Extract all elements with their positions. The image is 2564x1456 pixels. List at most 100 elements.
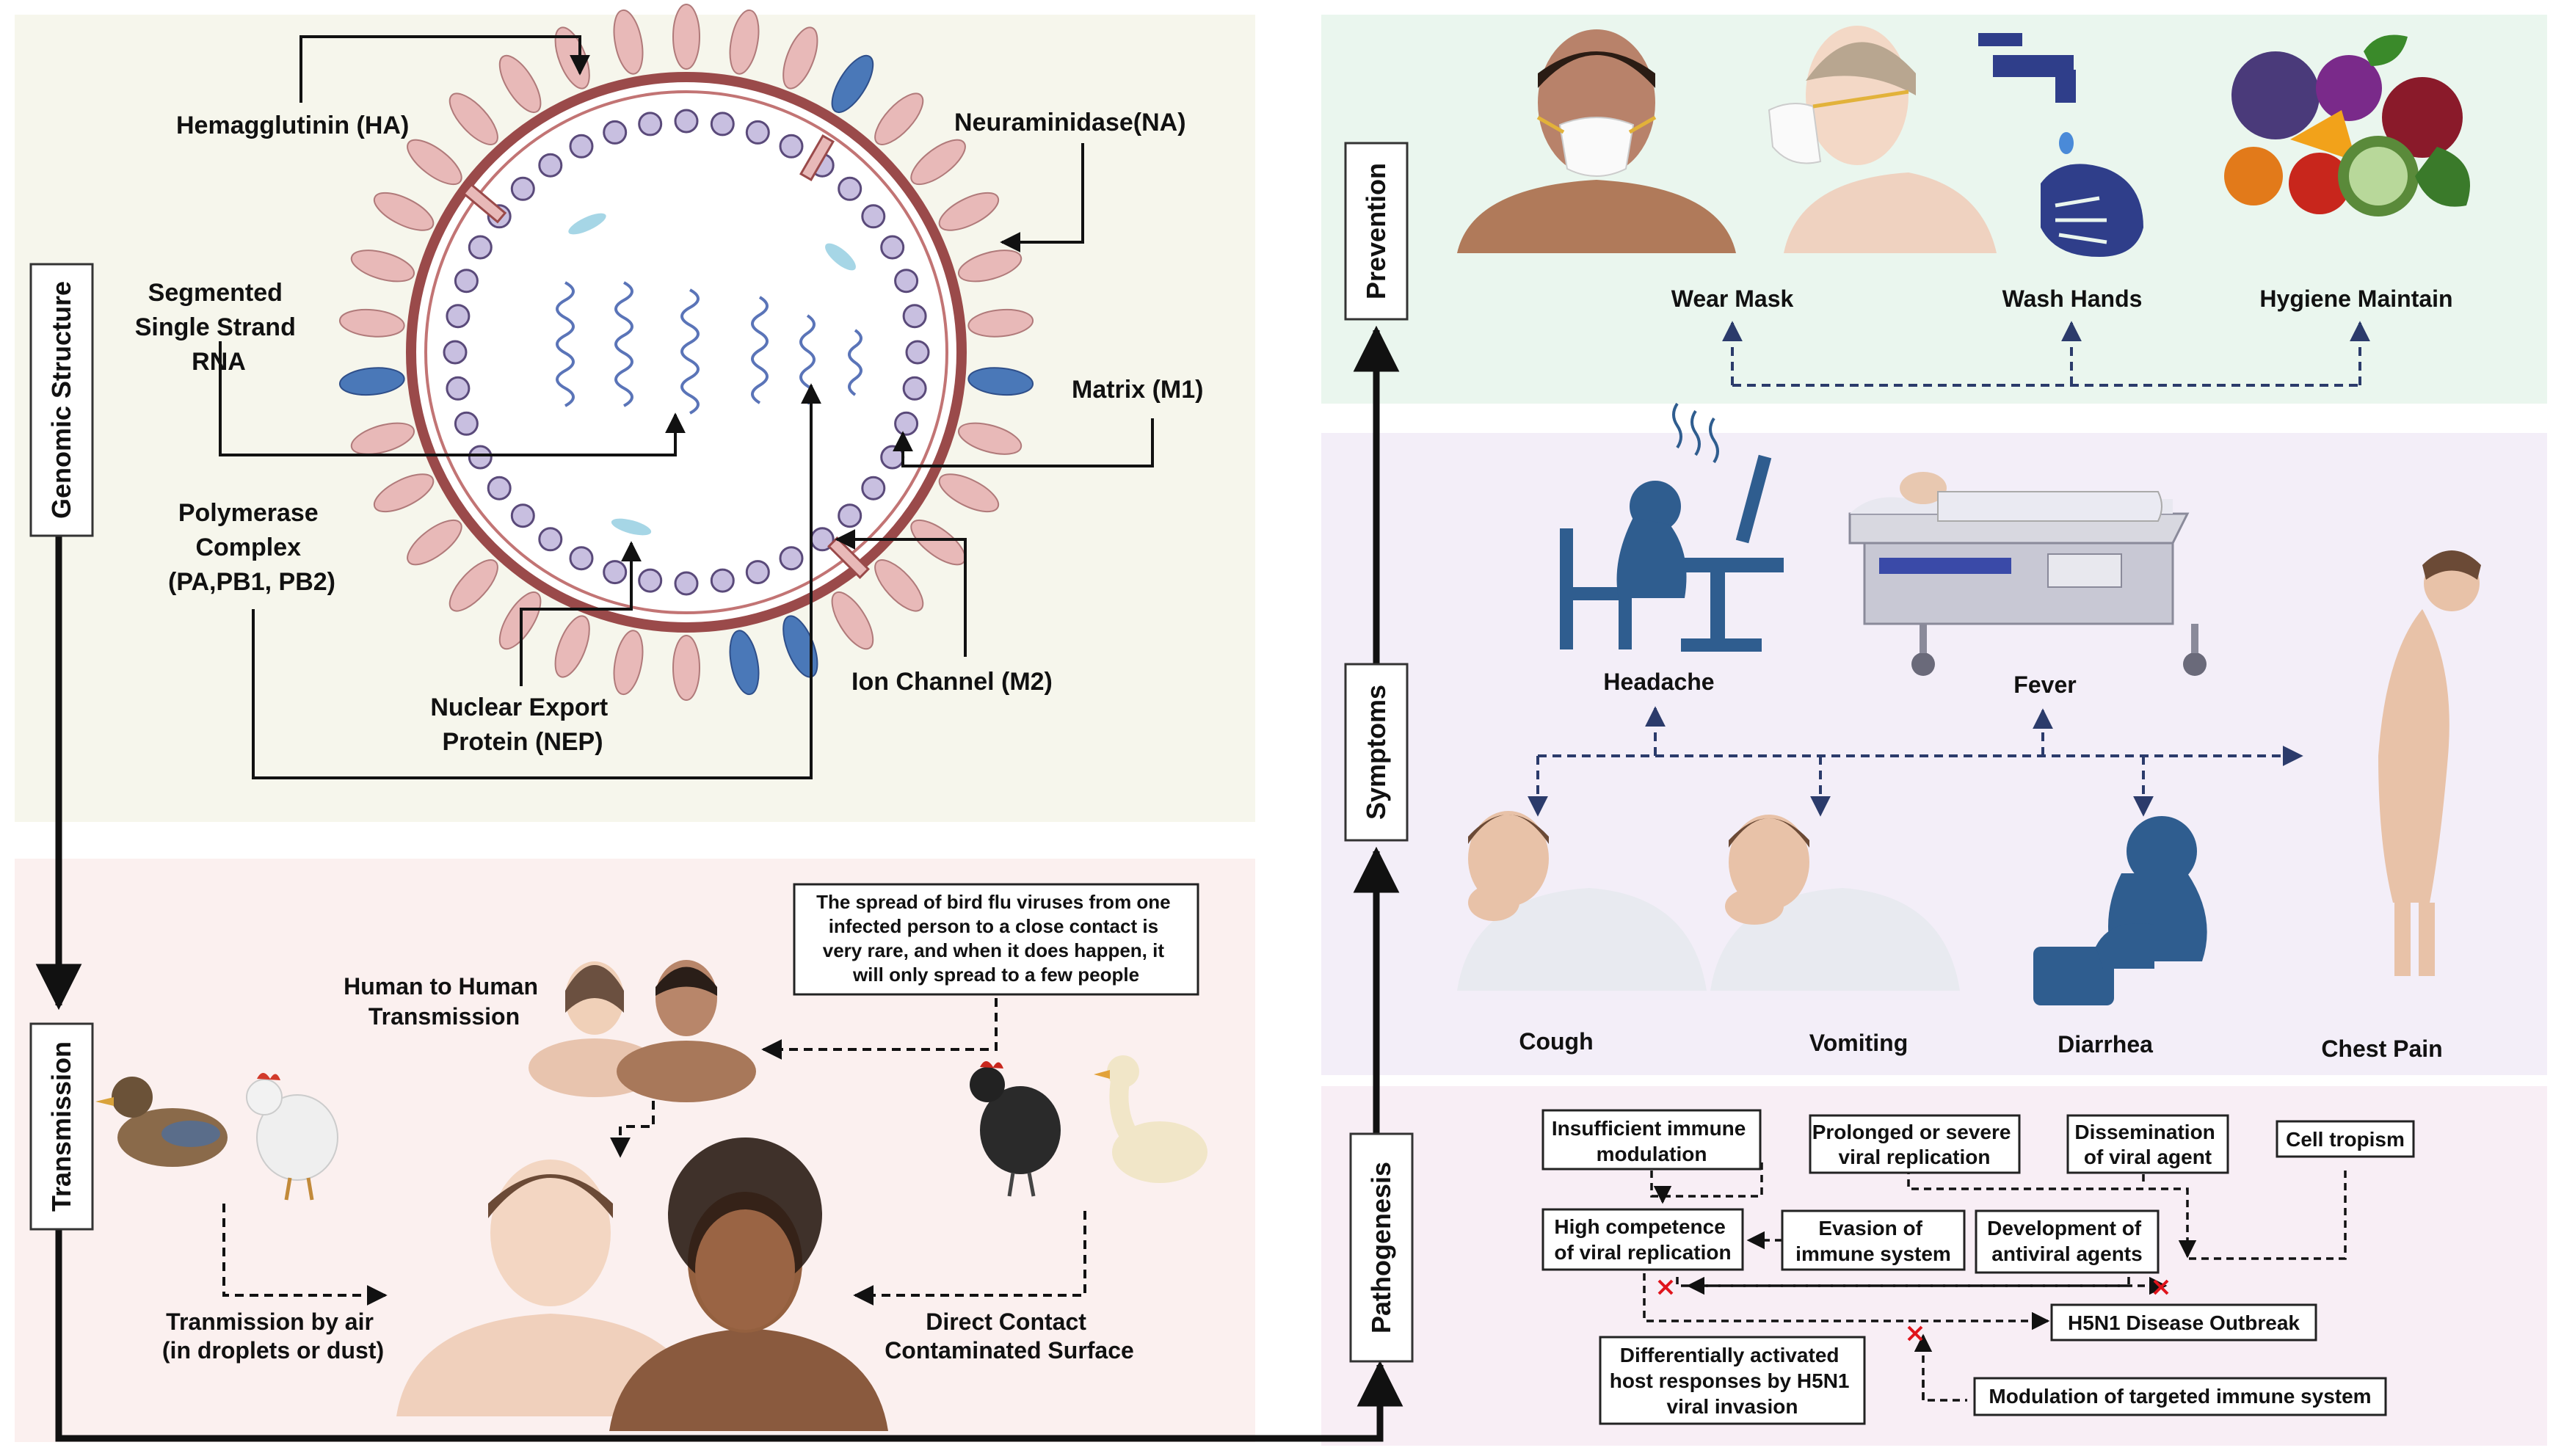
hemagglutinin-spike	[910, 139, 966, 186]
matrix-protein-dot	[880, 445, 905, 470]
hemagglutinin-spike	[613, 630, 644, 696]
nep-particle	[611, 518, 652, 536]
neuraminidase-spike	[967, 367, 1034, 396]
matrix-protein-dot	[894, 411, 919, 436]
matrix-protein-dot	[838, 503, 862, 528]
vomiting-icon	[1710, 815, 1960, 991]
neuraminidase-spike	[831, 54, 874, 113]
matrix-m1-dots	[443, 109, 930, 596]
m2-label: Ion Channel (M2)	[851, 668, 1053, 696]
ha-label: Hemagglutinin (HA)	[176, 112, 409, 139]
matrix-protein-dot	[779, 134, 804, 159]
svg-text:Pathogenesis: Pathogenesis	[1366, 1162, 1396, 1333]
section-label-pathogenesis: Pathogenesis	[1349, 1132, 1414, 1363]
virus-particle	[338, 4, 1034, 701]
matrix-protein-dot	[538, 153, 563, 178]
matrix-protein-dot	[443, 340, 468, 365]
hemagglutinin-spike	[498, 54, 542, 113]
matrix-protein-dot	[510, 503, 535, 528]
human-pair-small-icon	[529, 960, 756, 1102]
nep-particle	[568, 213, 606, 235]
matrix-protein-dot	[902, 304, 927, 329]
nep-label: Nuclear Export Protein (NEP)	[430, 694, 614, 756]
washing-hands-icon	[2041, 164, 2143, 257]
diarrhea-label: Diarrhea	[2058, 1031, 2153, 1058]
matrix-protein-dot	[569, 546, 594, 571]
svg-text:Prolonged or severe vira: Prolonged or severe viral replication	[1812, 1121, 2017, 1168]
hemagglutinin-spike	[448, 559, 498, 612]
matrix-protein-dot	[838, 176, 862, 201]
matrix-protein-dot	[905, 340, 930, 365]
matrix-protein-dot	[603, 120, 628, 145]
hemagglutinin-spike	[782, 26, 818, 90]
section-label-genomic: Genomic Structure	[29, 263, 94, 537]
hemagglutinin-spike	[957, 250, 1023, 283]
black-chicken-icon	[970, 1061, 1061, 1197]
matrix-protein-dot	[710, 112, 735, 136]
matrix-protein-dot	[861, 476, 886, 500]
chest-pain-person-icon	[2378, 550, 2481, 976]
hemagglutinin-spike	[938, 473, 1000, 513]
matrix-protein-dot	[446, 304, 471, 329]
matrix-protein-dot	[510, 176, 535, 201]
hemagglutinin-spike	[350, 422, 415, 455]
svg-text:Genomic Structure: Genomic Structure	[46, 281, 76, 519]
hemagglutinin-spike	[554, 615, 590, 678]
fruits-vegetables-icon	[2224, 34, 2470, 216]
svg-text:Differentially activated: Differentially activated host responses …	[1610, 1344, 1856, 1418]
hemagglutinin-spike	[831, 592, 874, 650]
white-chicken-icon	[246, 1073, 338, 1201]
vomiting-label: Vomiting	[1809, 1030, 1909, 1056]
matrix-protein-dot	[674, 109, 699, 134]
neuraminidase-spike	[729, 630, 760, 696]
headache-icon	[1560, 402, 1784, 652]
insufficient-modulation-box: Insufficient immune modulation	[1541, 1109, 1762, 1171]
antiviral-development-box: Development of antiviral agents	[1975, 1209, 2160, 1274]
cell-tropism-box: Cell tropism	[2276, 1120, 2415, 1158]
hemagglutinin-spike	[672, 4, 700, 70]
matrix-protein-dot	[454, 411, 479, 436]
matrix-protein-dot	[779, 546, 804, 571]
m1-label: Matrix (M1)	[1072, 376, 1203, 404]
hemagglutinin-spike	[407, 519, 462, 566]
person-mask-front-icon	[1457, 29, 1736, 253]
svg-text:H5N1 Disease Outbreak: H5N1 Disease Outbreak	[2068, 1311, 2300, 1334]
cough-icon	[1457, 811, 1707, 991]
pathogenesis-inhibition-marks	[1657, 1279, 2169, 1342]
hospital-bed-icon	[1848, 472, 2207, 676]
matrix-protein-dot	[745, 120, 770, 145]
air-transmission-label: Tranmission by air (in droplets or dust)	[162, 1308, 384, 1364]
nep-particle	[825, 243, 856, 271]
svg-text:Modulation of targeted immune: Modulation of targeted immune system	[1989, 1385, 2371, 1408]
matrix-protein-dot	[894, 269, 919, 294]
contact-transmission-label: Direct Contact Contaminated Surface	[885, 1308, 1134, 1364]
matrix-protein-dot	[603, 560, 628, 585]
high-competence-box: High competence of viral replication	[1541, 1208, 1744, 1271]
matrix-protein-dot	[638, 112, 663, 136]
hemagglutinin-spike	[729, 9, 760, 75]
hemagglutinin-spike	[350, 250, 415, 283]
tap-icon	[1978, 33, 2076, 154]
matrix-protein-dot	[861, 204, 886, 229]
section-label-transmission: Transmission	[29, 1022, 94, 1231]
duck-icon	[95, 1077, 228, 1167]
svg-text:Symptoms: Symptoms	[1361, 685, 1391, 820]
matrix-protein-dot	[569, 134, 594, 159]
matrix-protein-dot	[538, 527, 563, 552]
prevention-dashed-links	[1722, 321, 2370, 387]
m2-ion-channel	[462, 183, 507, 224]
hemagglutinin-spike	[407, 139, 462, 186]
section-label-symptoms: Symptoms	[1344, 663, 1409, 842]
svg-text:The spread of bird flu viruses: The spread of bird flu viruses from one …	[816, 891, 1176, 986]
rna-label: Segmented Single Strand RNA	[135, 279, 303, 376]
hemagglutinin-spike	[938, 192, 1000, 231]
matrix-protein-dot	[902, 376, 927, 401]
person-mask-side-icon	[1768, 26, 1997, 253]
matrix-protein-dot	[454, 269, 479, 294]
human-transmission-label: Human to Human Transmission	[344, 973, 545, 1030]
wear-mask-label: Wear Mask	[1671, 285, 1794, 312]
svg-text:Cell tropism: Cell tropism	[2286, 1128, 2405, 1151]
chest-pain-label: Chest Pain	[2321, 1035, 2442, 1062]
hemagglutinin-spike	[874, 92, 924, 145]
